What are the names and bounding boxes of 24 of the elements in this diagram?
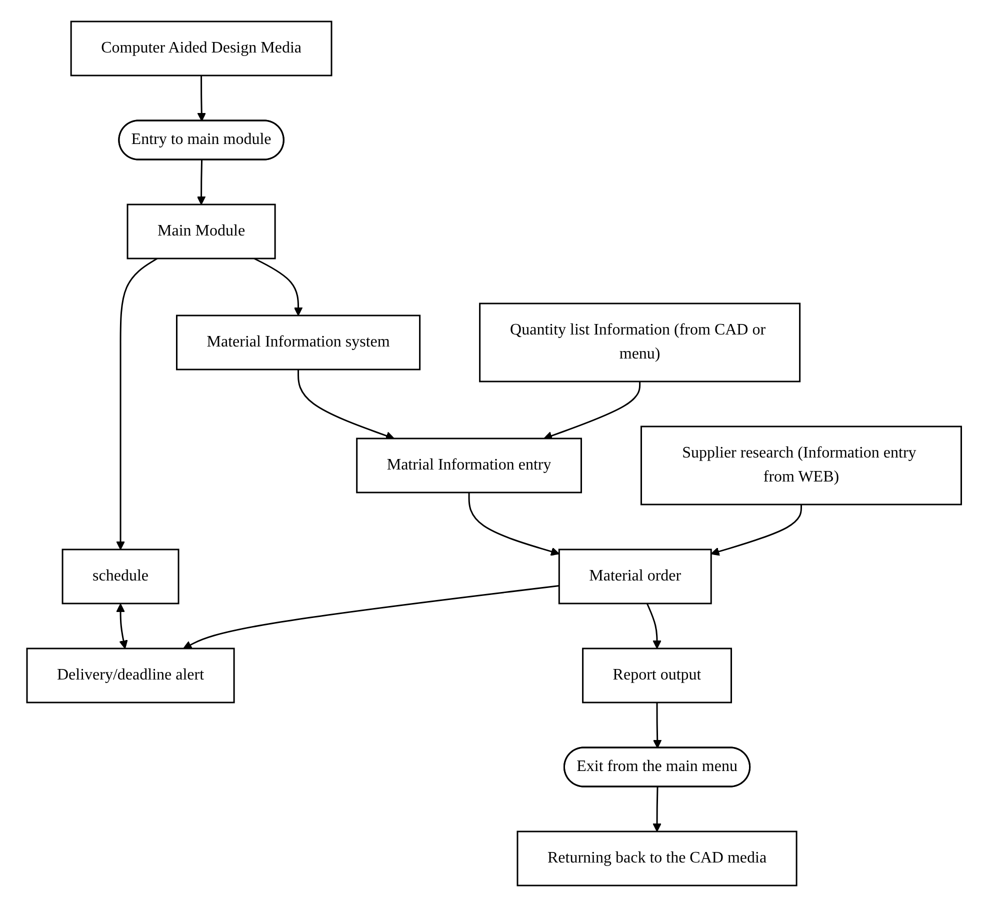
arrow: [544, 382, 641, 440]
node-box: Supplier research (Information entry from WEB): [640, 426, 962, 506]
node-box: Material Information system: [176, 314, 421, 370]
node-box: Material order: [558, 548, 712, 604]
node-box: schedule: [62, 548, 180, 604]
arrow: [116, 604, 128, 649]
arrow: [468, 492, 560, 556]
arrow: [298, 370, 395, 440]
node-box: Returning back to the CAD media: [517, 830, 798, 886]
arrow: [183, 584, 560, 649]
arrow: [116, 258, 158, 550]
node-box: Computer Aided Design Media: [70, 20, 333, 76]
arrow: [711, 504, 802, 556]
node-box: Matrial Information entry: [356, 438, 582, 494]
node-box: Report output: [582, 648, 732, 704]
node-box: Quantity list Information (from CAD or menu): [479, 302, 801, 382]
node-box: Delivery/deadline alert: [26, 648, 236, 704]
arrow: [653, 786, 662, 832]
node-box: Main Module: [127, 204, 276, 260]
arrow: [198, 76, 206, 122]
arrow: [653, 702, 662, 748]
arrow: [254, 258, 304, 316]
arrow: [197, 160, 206, 205]
arrow: [646, 603, 662, 649]
